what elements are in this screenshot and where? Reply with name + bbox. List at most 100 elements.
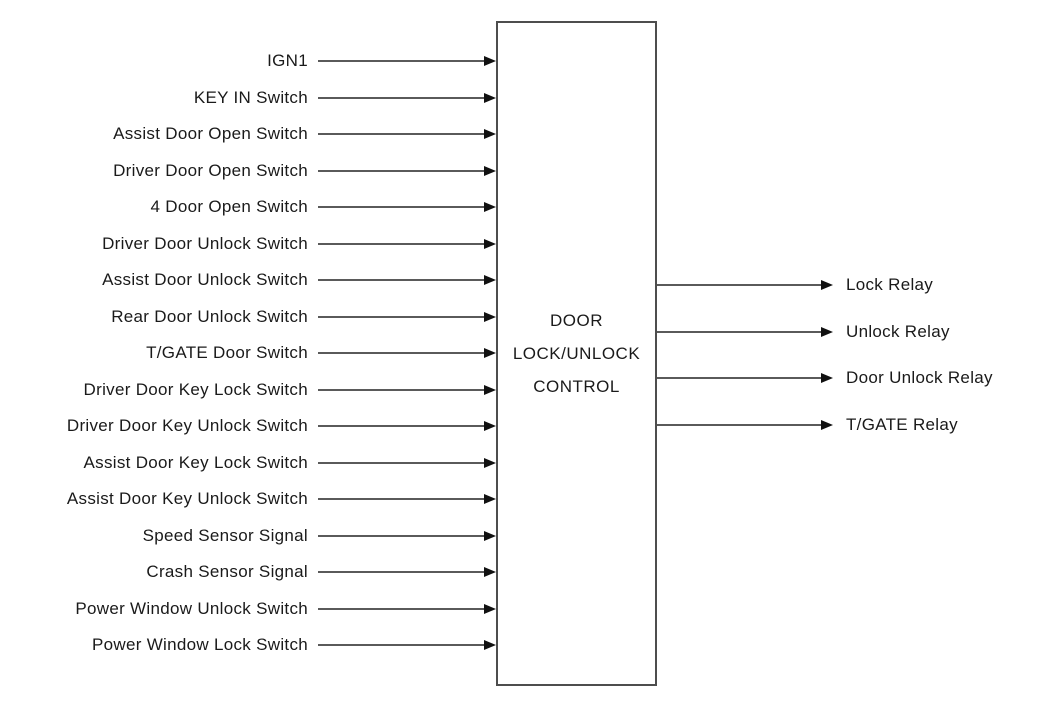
input-row-crash-sensor-signal: Crash Sensor Signal: [0, 560, 496, 584]
input-row-power-window-unlock-switch: Power Window Unlock Switch: [0, 597, 496, 621]
arrowhead-icon: [484, 92, 496, 103]
arrowhead-icon: [484, 421, 496, 431]
arrow-line: [318, 352, 484, 354]
output-row-unlock-relay: Unlock Relay: [657, 320, 1050, 344]
input-label: Power Window Lock Switch: [92, 635, 308, 654]
arrowhead-icon: [821, 419, 833, 430]
arrow-line: [318, 425, 484, 427]
input-row-tgate-door-switch: T/GATE Door Switch: [0, 341, 496, 365]
output-arrow: [657, 372, 833, 384]
arrow-line: [318, 133, 484, 135]
control-box-title-line-1: DOOR: [550, 311, 603, 330]
input-row-driver-door-key-lock-switch: Driver Door Key Lock Switch: [0, 378, 496, 402]
input-row-assist-door-unlock-switch: Assist Door Unlock Switch: [0, 268, 496, 292]
arrowhead-icon: [484, 202, 496, 212]
arrowhead-icon: [484, 165, 496, 176]
input-arrow: [318, 238, 496, 250]
input-label: Assist Door Key Unlock Switch: [66, 489, 308, 508]
arrow-line: [657, 330, 821, 333]
input-arrow: [318, 384, 496, 396]
arrow-line: [318, 644, 484, 646]
arrow-line: [318, 534, 484, 537]
arrowhead-icon: [821, 326, 833, 337]
arrowhead-icon: [821, 373, 833, 383]
arrow-line: [318, 96, 484, 99]
input-label: KEY IN Switch: [193, 87, 308, 107]
output-row-door-unlock-relay: Door Unlock Relay: [657, 366, 1050, 390]
arrowhead-icon: [484, 311, 496, 322]
arrowhead-icon: [484, 56, 496, 66]
arrow-line: [657, 423, 821, 426]
arrow-line: [318, 206, 484, 208]
input-arrow: [318, 493, 496, 505]
arrow-line: [318, 315, 484, 318]
input-arrow: [318, 566, 496, 578]
arrowhead-icon: [484, 567, 496, 577]
output-arrow: [657, 419, 833, 431]
input-arrow: [318, 347, 496, 359]
input-arrow: [318, 201, 496, 213]
control-box-title-line-2: LOCK/UNLOCK: [512, 344, 641, 363]
input-arrow: [318, 603, 496, 615]
input-arrow: [318, 420, 496, 432]
input-label: Driver Door Key Unlock Switch: [66, 416, 308, 435]
arrowhead-icon: [484, 530, 496, 541]
input-arrow: [318, 128, 496, 140]
input-row-driver-door-key-unlock-switch: Driver Door Key Unlock Switch: [0, 414, 496, 438]
arrow-line: [657, 377, 821, 379]
arrow-line: [318, 498, 484, 500]
arrowhead-icon: [484, 457, 496, 468]
input-arrow: [318, 457, 496, 469]
input-row-power-window-lock-switch: Power Window Lock Switch: [0, 633, 496, 657]
arrow-line: [318, 388, 484, 391]
arrowhead-icon: [484, 603, 496, 614]
output-label: T/GATE Relay: [846, 414, 958, 434]
input-row-speed-sensor-signal: Speed Sensor Signal: [0, 524, 496, 548]
arrow-line: [318, 169, 484, 172]
input-row-assist-door-key-lock-switch: Assist Door Key Lock Switch: [0, 451, 496, 475]
input-row-rear-door-unlock-switch: Rear Door Unlock Switch: [0, 305, 496, 329]
input-row-4-door-open-switch: 4 Door Open Switch: [0, 195, 496, 219]
input-row-assist-door-key-unlock-switch: Assist Door Key Unlock Switch: [0, 487, 496, 511]
control-box: DOOR LOCK/UNLOCK CONTROL: [496, 21, 657, 686]
input-label: Assist Door Unlock Switch: [102, 270, 308, 289]
arrow-line: [318, 607, 484, 610]
input-row-key-in-switch: KEY IN Switch: [0, 86, 496, 110]
input-label: Crash Sensor Signal: [146, 562, 308, 581]
input-label: T/GATE Door Switch: [146, 343, 308, 362]
output-label: Unlock Relay: [846, 321, 950, 341]
arrowhead-icon: [484, 348, 496, 358]
input-label: Power Window Unlock Switch: [75, 598, 308, 618]
arrow-line: [318, 279, 484, 281]
arrowhead-icon: [484, 238, 496, 249]
input-label: 4 Door Open Switch: [150, 197, 308, 216]
arrowhead-icon: [821, 280, 833, 290]
input-arrow: [318, 311, 496, 323]
input-label: Assist Door Open Switch: [113, 124, 308, 143]
input-label: Driver Door Key Lock Switch: [83, 379, 308, 399]
input-label: Assist Door Key Lock Switch: [83, 452, 308, 472]
output-arrow: [657, 326, 833, 338]
arrowhead-icon: [484, 275, 496, 285]
output-row-tgate-relay: T/GATE Relay: [657, 413, 1050, 437]
arrow-line: [318, 571, 484, 573]
arrow-line: [318, 60, 484, 62]
arrowhead-icon: [484, 494, 496, 504]
output-arrow: [657, 279, 833, 291]
input-label: IGN1: [267, 51, 308, 70]
input-label: Driver Door Unlock Switch: [102, 233, 308, 253]
arrow-line: [657, 284, 821, 286]
input-arrow: [318, 165, 496, 177]
input-label: Speed Sensor Signal: [142, 525, 308, 545]
output-label: Lock Relay: [846, 275, 934, 294]
input-label: Rear Door Unlock Switch: [111, 306, 308, 326]
input-row-driver-door-unlock-switch: Driver Door Unlock Switch: [0, 232, 496, 256]
arrowhead-icon: [484, 640, 496, 650]
output-label: Door Unlock Relay: [846, 368, 993, 387]
input-label: Driver Door Open Switch: [113, 160, 308, 180]
arrowhead-icon: [484, 129, 496, 139]
input-arrow: [318, 530, 496, 542]
arrow-line: [318, 461, 484, 464]
arrowhead-icon: [484, 384, 496, 395]
